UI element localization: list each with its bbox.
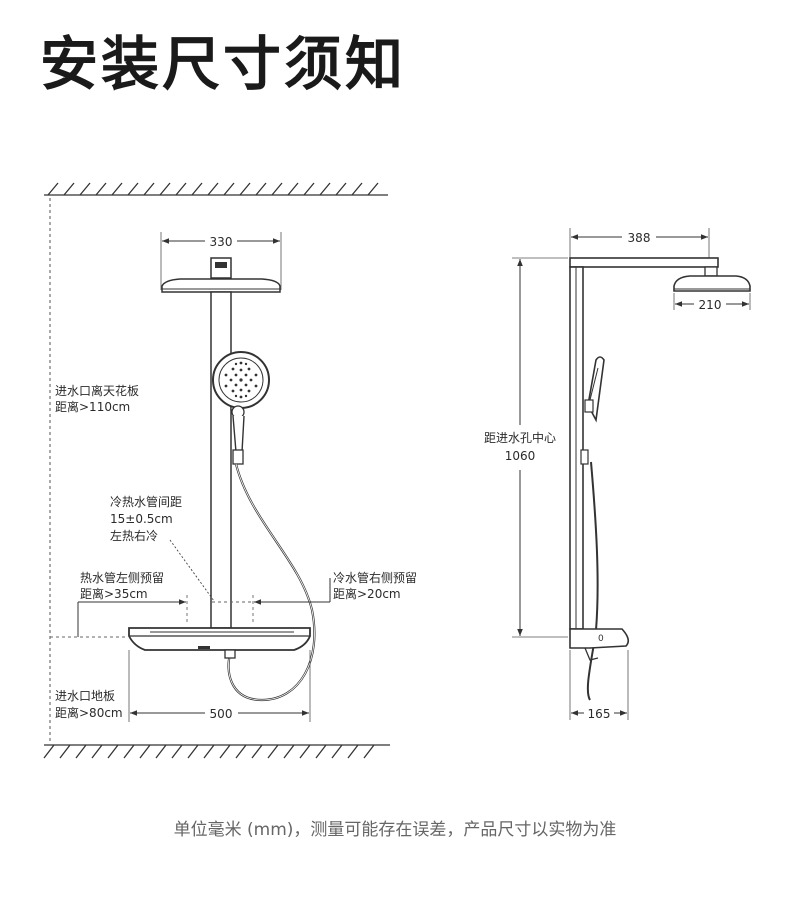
dim-bottom-width: 500 — [128, 650, 311, 722]
side-shower-head — [673, 275, 751, 292]
svg-text:0: 0 — [598, 634, 604, 644]
dim-500-label: 500 — [210, 707, 233, 721]
dim-arm-length: 388 — [569, 228, 710, 258]
hot-pipe-note-line2: 距离>35cm — [80, 586, 148, 601]
shower-arm — [569, 257, 719, 268]
front-view: 330 — [43, 182, 417, 759]
cold-pipe-note-line1: 冷水管右侧预留 — [333, 570, 417, 585]
dim-1060-label: 1060 — [505, 449, 536, 463]
ceiling-hatch — [44, 182, 388, 196]
dim-330-label: 330 — [210, 235, 233, 249]
dim-depth: 165 — [569, 650, 629, 721]
page-title: 安装尺寸须知 — [40, 30, 407, 98]
dim-top-width: 330 — [160, 232, 282, 290]
thermostatic-shelf — [128, 627, 311, 659]
dim-388-label: 388 — [628, 231, 651, 245]
ceiling-note-line2: 距离>110cm — [55, 399, 130, 414]
dim-height: 距进水孔中心 1060 — [484, 257, 568, 638]
pipe-spacing-note-line3: 左热右冷 — [110, 528, 158, 543]
dim-210-label: 210 — [699, 298, 722, 312]
side-shelf — [569, 628, 630, 649]
side-view: 388 210 0 — [484, 228, 751, 721]
rain-shower-head — [161, 257, 281, 293]
pipe-spacing-note-line1: 冷热水管间距 — [110, 494, 182, 509]
shower-column — [210, 291, 232, 629]
units-footnote: 单位毫米 (mm)，测量可能存在误差，产品尺寸以实物为准 — [173, 820, 617, 840]
floor-note-line1: 进水口地板 — [55, 689, 115, 703]
cold-pipe-note-line2: 距离>20cm — [333, 586, 401, 601]
pipe-spacing-leader — [169, 539, 215, 602]
dim-height-label: 距进水孔中心 — [484, 430, 556, 445]
dim-165-label: 165 — [588, 707, 611, 721]
pipe-spacing-note-line2: 15±0.5cm — [110, 512, 173, 526]
floor-hatch — [43, 744, 390, 759]
hand-shower-head — [212, 351, 270, 465]
side-slider — [580, 449, 589, 465]
floor-note-line2: 距离>80cm — [55, 705, 123, 720]
dim-head-diameter: 210 — [673, 293, 751, 312]
ceiling-note-line1: 进水口离天花板 — [55, 383, 139, 398]
hot-pipe-note-line1: 热水管左侧预留 — [80, 570, 164, 585]
